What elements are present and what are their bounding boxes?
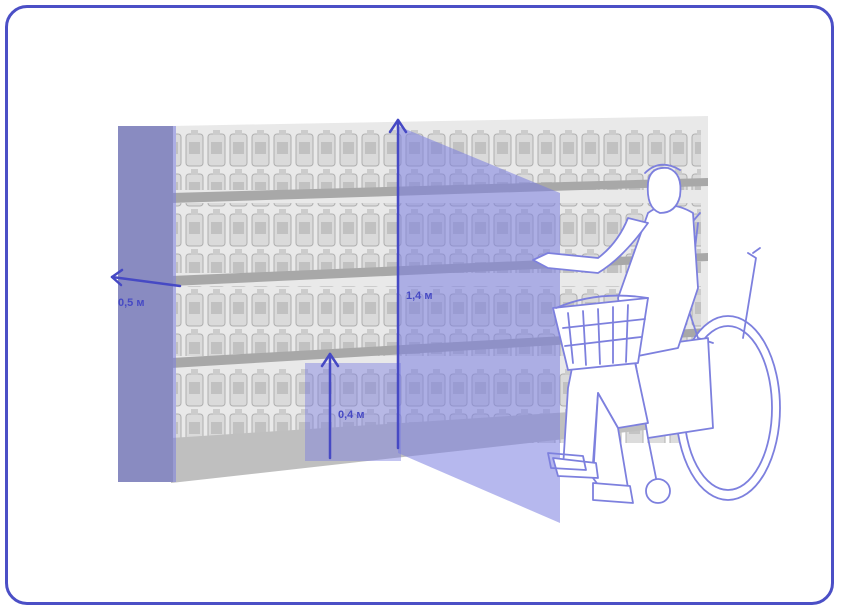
bottom-reach-label: 0,4 м — [338, 409, 365, 421]
top-reach-label: 1,4 м — [406, 290, 433, 302]
accessibility-shelf-diagram: 0,5 м 1,4 м 0,4 м — [8, 8, 834, 605]
caster-wheel — [646, 479, 670, 503]
reach-plane — [398, 126, 560, 523]
illustration-frame: 0,5 м 1,4 м 0,4 м — [5, 5, 834, 605]
depth-label: 0,5 м — [118, 297, 145, 309]
